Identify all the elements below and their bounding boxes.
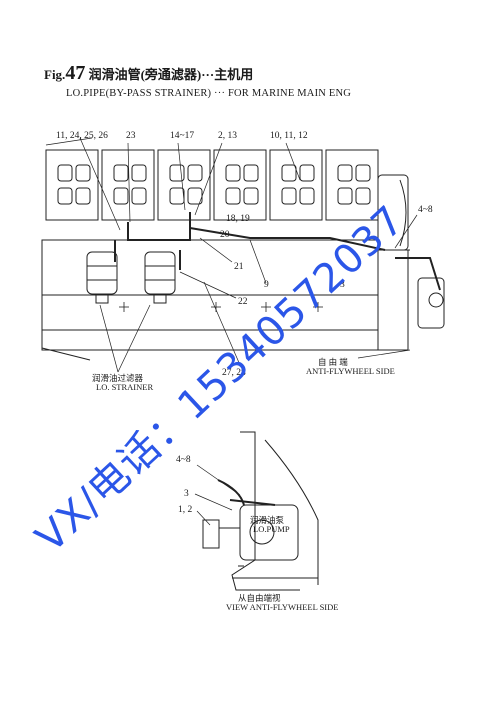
part-label: 9 <box>264 280 269 290</box>
figure-subtitle: LO.PIPE(BY-PASS STRAINER) ··· FOR MARINE… <box>66 88 352 99</box>
part-label: 2, 13 <box>218 131 237 141</box>
part-label: 18, 19 <box>226 214 250 224</box>
part-label: 3 <box>184 489 189 499</box>
fig-title-cn: 润滑油管(旁通滤器)···主机用 <box>88 67 254 82</box>
lo-strainers <box>86 251 176 304</box>
strainer-label-cn: 润滑油过滤器 <box>92 373 144 383</box>
side-label-cn: 自 由 端 <box>318 357 348 367</box>
part-label: 4~8 <box>418 205 433 215</box>
part-label: 27, 28 <box>222 368 246 378</box>
part-label: 22 <box>238 297 248 307</box>
lo-pipe <box>114 212 441 291</box>
view-label-cn: 从自由端视 <box>238 593 281 603</box>
part-label: 4~8 <box>176 455 191 465</box>
view-label-en: VIEW ANTI-FLYWHEEL SIDE <box>226 602 339 612</box>
pump-label-en: LO.PUMP <box>253 524 290 534</box>
bottom-view-drawing <box>194 431 319 591</box>
part-label: 1, 2 <box>178 505 193 515</box>
lo-pump-top <box>417 277 445 329</box>
part-label: 21 <box>234 262 244 272</box>
part-label: 14~17 <box>170 131 195 141</box>
side-label-en: ANTI-FLYWHEEL SIDE <box>306 366 395 376</box>
pump-label-cn: 润滑油泵 <box>250 515 285 525</box>
part-label: 11, 24, 25, 26 <box>56 131 108 141</box>
figure-title: Fig.47 润滑油管(旁通滤器)···主机用 <box>44 62 253 85</box>
strainer-label-en: LO. STRAINER <box>96 382 154 392</box>
part-label: 3 <box>340 280 345 290</box>
fig-prefix: Fig. <box>44 67 66 82</box>
part-label: 20 <box>220 230 230 240</box>
fig-number: 47 <box>65 62 86 84</box>
part-label: 10, 11, 12 <box>270 131 308 141</box>
cylinder-heads <box>45 149 379 221</box>
part-label: 23 <box>126 131 136 141</box>
